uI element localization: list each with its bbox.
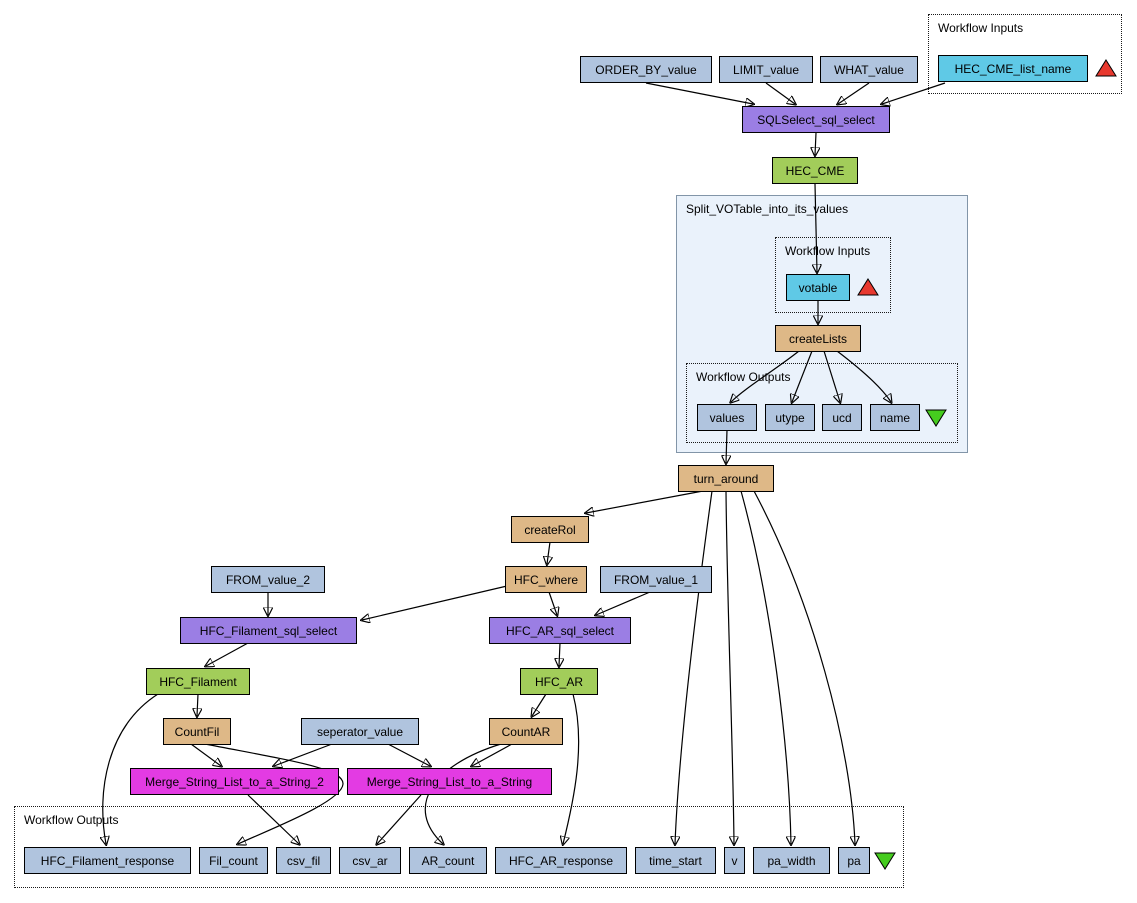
edge-createlists-ucd [823, 350, 840, 402]
edge-createlists-name [836, 350, 891, 402]
nested-inputs-title: Workflow Inputs [785, 244, 871, 258]
node-fil-count[interactable]: Fil_count [199, 847, 268, 874]
node-hfc-ar[interactable]: HFC_AR [520, 668, 598, 695]
edge-turnaround-createrol [586, 490, 704, 513]
node-from-value-2[interactable]: FROM_value_2 [211, 566, 325, 593]
edge-what-sqlselect [838, 82, 870, 104]
node-hfc-where[interactable]: HFC_where [505, 566, 587, 593]
nested-outputs-group: Workflow Outputs [686, 363, 958, 443]
nested-outputs-title: Workflow Outputs [696, 370, 791, 384]
edge-arsql-hfcar [559, 642, 560, 666]
node-utype[interactable]: utype [765, 404, 815, 431]
edge-turnaround-v [725, 490, 734, 844]
node-hfc-filament[interactable]: HFC_Filament [146, 668, 250, 695]
node-hec-cme[interactable]: HEC_CME [772, 157, 858, 184]
edge-hfcfilament-response [103, 693, 159, 844]
node-seperator-value[interactable]: seperator_value [301, 718, 419, 745]
node-createlists[interactable]: createLists [775, 325, 861, 352]
node-merge-string-list-2[interactable]: Merge_String_List_to_a_String_2 [130, 768, 339, 795]
node-ar-count[interactable]: AR_count [409, 847, 487, 874]
node-pa-width[interactable]: pa_width [753, 847, 830, 874]
edge-values-turnaround [726, 429, 727, 463]
node-limit-value[interactable]: LIMIT_value [719, 56, 813, 83]
edge-createlists-utype [792, 350, 813, 402]
node-hfc-ar-sql-select[interactable]: HFC_AR_sql_select [489, 617, 631, 644]
node-values[interactable]: values [697, 404, 757, 431]
edge-sqlselect-heccme [815, 132, 816, 155]
edge-hfcwhere-filsql [362, 585, 508, 620]
edge-turnaround-pawidth [740, 490, 791, 844]
edge-createrol-hfcwhere [547, 541, 550, 564]
node-countar[interactable]: CountAR [489, 718, 563, 745]
node-from-value-1[interactable]: FROM_value_1 [600, 566, 712, 593]
node-hfc-filament-response[interactable]: HFC_Filament_response [24, 847, 191, 874]
node-turn-around[interactable]: turn_around [678, 465, 774, 492]
edge-turnaround-pa [753, 490, 855, 844]
workflow-output-triangle-icon [874, 852, 896, 870]
node-hfc-filament-sql-select[interactable]: HFC_Filament_sql_select [180, 617, 357, 644]
edge-merge-csvar [377, 794, 422, 844]
nested-output-triangle-icon [925, 409, 947, 427]
workflow-input-triangle-icon [1095, 59, 1117, 77]
edge-createlists-values [731, 350, 800, 402]
edge-hfcar-response [563, 693, 580, 844]
nested-inputs-group: Workflow Inputs [775, 237, 891, 313]
edge-merge2-csvfil [247, 794, 299, 844]
node-csv-ar[interactable]: csv_ar [339, 847, 401, 874]
edge-seperator-merge2 [274, 743, 333, 766]
node-votable[interactable]: votable [786, 274, 850, 301]
edge-countfil-merge2 [190, 743, 221, 766]
workflow-inputs-title: Workflow Inputs [938, 21, 1024, 35]
node-merge-string-list[interactable]: Merge_String_List_to_a_String [347, 768, 552, 795]
node-name[interactable]: name [870, 404, 920, 431]
edge-heccme-votable [815, 183, 817, 272]
edge-hfcar-countar [532, 693, 547, 716]
node-csv-fil[interactable]: csv_fil [276, 847, 331, 874]
edge-countfil-filcount [204, 743, 344, 844]
edge-countar-merge [472, 743, 513, 766]
node-pa[interactable]: pa [838, 847, 870, 874]
workflow-outputs-group: Workflow Outputs [14, 806, 904, 888]
node-hec-cme-list-name[interactable]: HEC_CME_list_name [938, 55, 1088, 82]
edge-hfcwhere-arsql [548, 591, 557, 615]
nested-workflow-title: Split_VOTable_into_its_values [686, 202, 849, 216]
edge-filsql-hfcfilament [206, 642, 249, 666]
workflow-outputs-title: Workflow Outputs [24, 813, 119, 827]
node-createrol[interactable]: createRol [511, 516, 589, 543]
edge-turnaround-timestart [675, 490, 713, 844]
edge-listname-sqlselect [882, 82, 946, 104]
edge-from1-arsql [596, 591, 651, 615]
node-sqlselect-sql-select[interactable]: SQLSelect_sql_select [742, 106, 890, 133]
node-time-start[interactable]: time_start [635, 847, 716, 874]
node-what-value[interactable]: WHAT_value [820, 56, 918, 83]
edge-hfcfilament-countfil [197, 693, 198, 716]
node-countfil[interactable]: CountFil [163, 718, 231, 745]
node-ucd[interactable]: ucd [822, 404, 862, 431]
workflow-inputs-group: Workflow Inputs [928, 14, 1122, 94]
edge-seperator-merge [387, 743, 430, 766]
edge-orderby-sqlselect [645, 82, 753, 104]
node-hfc-ar-response[interactable]: HFC_AR_response [495, 847, 627, 874]
node-v[interactable]: v [724, 847, 745, 874]
node-order-by-value[interactable]: ORDER_BY_value [580, 56, 712, 83]
edge-limit-sqlselect [765, 82, 795, 104]
nested-input-triangle-icon [857, 278, 879, 296]
